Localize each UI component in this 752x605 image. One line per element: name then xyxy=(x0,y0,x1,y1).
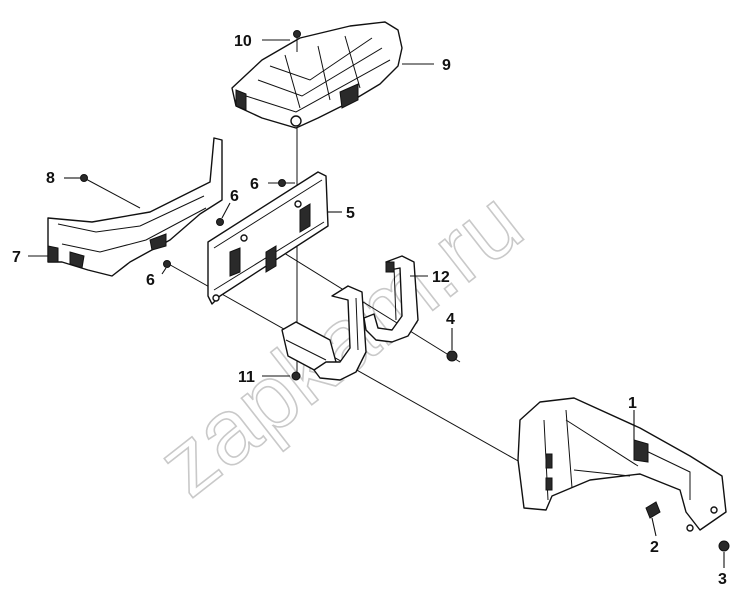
part-10-bolt xyxy=(293,30,301,52)
callout-11: 11 xyxy=(238,369,255,386)
part-4-nut xyxy=(446,350,458,362)
callout-7: 7 xyxy=(12,249,21,266)
part-1-step-bracket xyxy=(517,397,727,532)
callout-3: 3 xyxy=(718,571,727,588)
callout-9: 9 xyxy=(442,57,451,74)
callout-12: 12 xyxy=(432,269,450,286)
callout-4: 4 xyxy=(446,311,455,328)
part-6-screws xyxy=(163,179,295,268)
leader-lines xyxy=(28,39,725,568)
callout-8: 8 xyxy=(46,170,55,187)
part-9-step-tray xyxy=(231,21,403,129)
callout-6-middle: 6 xyxy=(230,188,239,205)
callout-5: 5 xyxy=(346,205,355,222)
part-2-bolt xyxy=(645,501,661,519)
part-3-nut xyxy=(718,540,730,552)
callout-6-upper: 6 xyxy=(250,176,259,193)
part-11-lower-bracket xyxy=(281,285,367,381)
callout-10: 10 xyxy=(234,33,252,50)
part-7-side-panel xyxy=(47,137,223,277)
callout-6-lower: 6 xyxy=(146,272,155,289)
callout-2: 2 xyxy=(650,539,659,556)
callout-1: 1 xyxy=(628,395,637,412)
part-8-screw xyxy=(80,174,141,209)
part-12-small-bracket xyxy=(363,255,419,343)
callout-labels: 1 2 3 4 5 6 6 6 7 8 9 10 11 12 xyxy=(12,33,727,588)
part-5-mounting-plate xyxy=(207,171,329,305)
watermark-text: zapkam.ru xyxy=(140,171,541,516)
